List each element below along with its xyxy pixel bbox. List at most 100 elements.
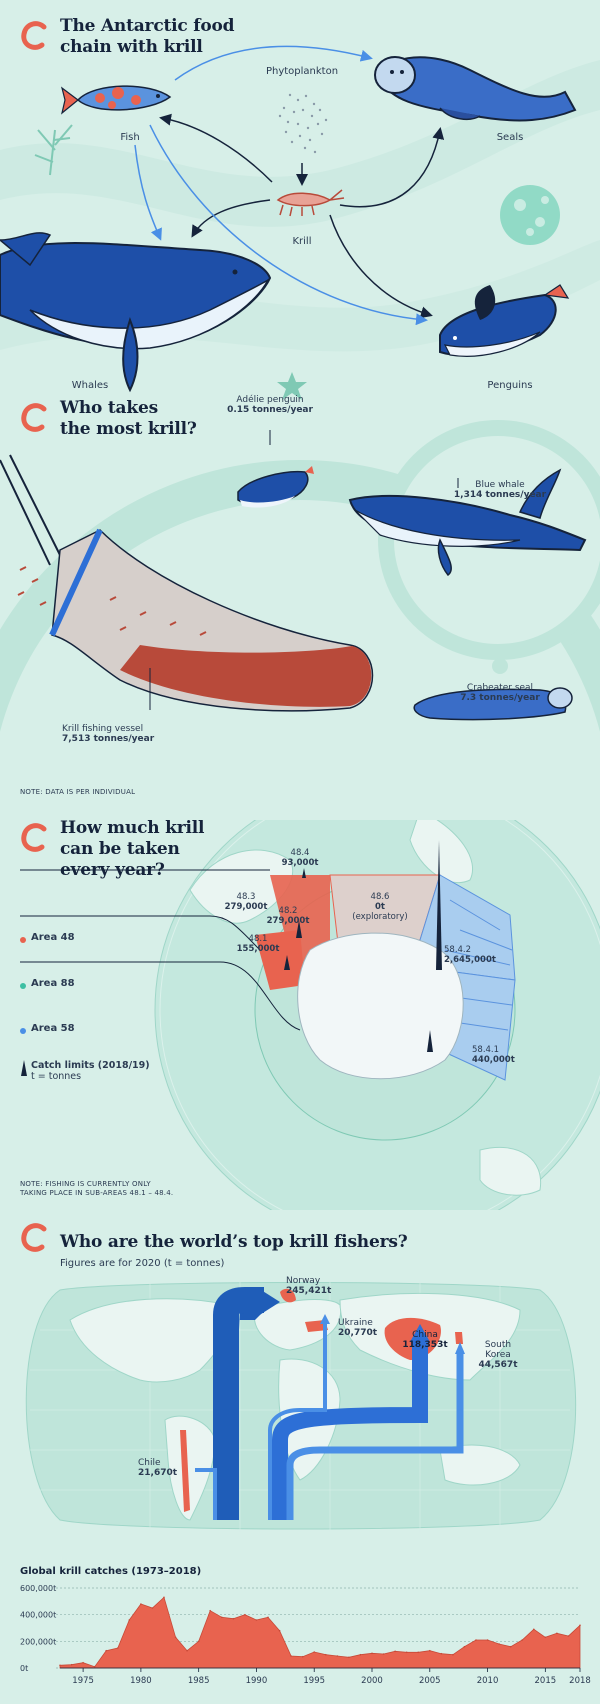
country-name: Norway [286,1276,321,1286]
catch-data-point [417,1651,420,1654]
antarctic-map [20,820,600,1210]
area-name: 48.1 [248,934,268,944]
catch-data-point [556,1632,558,1635]
catch-data-point [255,1619,258,1621]
world-map [25,1280,577,1532]
krill-icon [276,189,345,217]
title-line: the most krill? [60,419,197,439]
blue-whale-name: Blue whale [475,480,525,490]
y-tick-label: 600,000t [20,1584,56,1593]
catch-data-point [544,1636,547,1639]
area-value: 155,000t [236,944,280,954]
catch-data-point [221,1616,223,1619]
krill-label: Krill [292,236,312,247]
catch-data-point [313,1651,316,1653]
catch-data-point [93,1665,96,1668]
area-name: 48.6 [370,892,390,902]
krill-logo-icon [21,823,47,852]
x-tick-label: 1985 [188,1676,210,1686]
crabeater-seal-icon [413,687,573,721]
penguins-label: Penguins [487,380,533,391]
catch-data-point [301,1655,304,1658]
catch-data-point [325,1653,327,1656]
catch-data-point [140,1603,142,1605]
catch-data-point [278,1629,281,1632]
catch-data-point [498,1643,500,1645]
note-line: NOTE: FISHING IS CURRENTLY ONLY [20,1180,151,1188]
catch-data-point [186,1649,188,1652]
catch-data-point [486,1639,489,1641]
whales-label: Whales [71,380,109,391]
country-value: 44,567t [478,1360,518,1370]
catch-data-point [105,1649,107,1652]
y-tick-label: 200,000t [20,1637,56,1646]
area-value: 279,000t [266,916,310,926]
adelie-label: Adélie penguin 0.15 tonnes/year [210,395,330,415]
legend-catch-limits: Catch limits (2018/19) t = tonnes [31,1060,150,1082]
y-tick-label: 400,000t [20,1611,56,1620]
adelie-penguin-icon [237,466,314,508]
x-tick-label: 1990 [246,1676,268,1686]
area-name: 58.4.1 [472,1045,500,1055]
crabeater-label: Crabeater seal 7.3 tonnes/year [440,683,560,703]
catch-data-point [59,1664,61,1667]
title-line: can be taken [60,839,180,859]
catch-data-point [475,1639,477,1641]
area58-dot [20,1028,26,1034]
country-name: South [484,1340,512,1350]
catch-data-point [521,1639,523,1641]
adelie-value: 0.15 tonnes/year [227,405,313,415]
catch-data-point [579,1624,581,1627]
x-tick-label: 1980 [130,1676,152,1686]
area-value: 93,000t [281,858,319,868]
seal-icon [374,56,577,122]
catch-data-point [117,1647,119,1649]
consumption-title: Who takes the most krill? [60,398,197,440]
consumption-art [0,420,600,733]
title-line: How much krill [60,818,205,838]
catch-data-point [567,1635,570,1637]
area-value: 440,000t [472,1055,515,1065]
blue-whale-value: 1,314 tonnes/year [453,490,547,500]
vessel-name: Krill fishing vessel [62,724,144,734]
limits-unit: t = tonnes [31,1071,82,1082]
seals-label: Seals [496,132,524,143]
catch-data-point [128,1619,131,1621]
catch-data-point [209,1609,211,1612]
catch-data-point [452,1653,454,1656]
fishing-net-icon [0,454,374,712]
catch-data-point [163,1596,165,1599]
x-tick-label: 2018 [569,1676,591,1686]
area-value: 2,645,000t [444,955,496,965]
catch-data-point [348,1656,350,1659]
catch-limits-title: How much krill can be taken every year? [60,818,204,881]
catch-data-point [440,1652,443,1655]
country-name: Ukraine [338,1318,373,1328]
area88-dot [20,983,26,989]
fish-icon [61,85,172,115]
top-fishers-section: Who are the world’s top krill fishers? F… [0,1220,600,1540]
area48-dot [20,937,26,943]
crabeater-value: 7.3 tonnes/year [460,693,540,703]
legend-area88: Area 88 [31,978,75,989]
catch-data-point [394,1650,396,1653]
area-name: 48.4 [290,848,310,858]
country-value: 245,421t [286,1286,332,1296]
title-line: Who takes [60,398,158,418]
catch-limits-section: How much krill can be taken every year? … [0,818,600,1210]
area-name: 58.4.2 [444,945,472,955]
x-tick-label: 1995 [303,1676,325,1686]
blue-whale-label: Blue whale 1,314 tonnes/year [440,480,560,500]
vessel-value: 7,513 tonnes/year [62,734,155,744]
starfish-icon [277,372,307,400]
blue-whale-icon [348,468,587,577]
consumption-section: Who takes the most krill? Adélie penguin… [0,395,600,810]
